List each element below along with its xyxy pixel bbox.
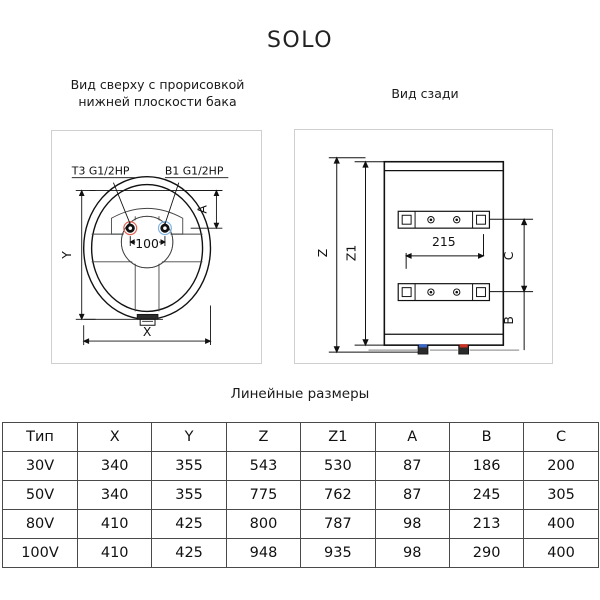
table-cell: 355: [151, 480, 227, 510]
dim-c-label: C: [501, 252, 516, 261]
table-cell: 98: [374, 509, 450, 539]
table-cell: 340: [76, 451, 153, 481]
table-cell: 355: [151, 451, 227, 481]
table-cell: 30V: [2, 451, 78, 481]
bottom-connectors: [368, 344, 520, 355]
center-distance-label: 100: [135, 237, 159, 251]
table-row: 80V 410 425 800 787 98 213 400: [2, 509, 599, 539]
table-header-cell: Тип: [2, 422, 78, 452]
bracket-width-label: 215: [432, 234, 456, 249]
dim-x-lines: [82, 305, 212, 346]
table-cell: 290: [448, 538, 525, 568]
tank-inner-outline: [90, 183, 204, 313]
table-cell: 400: [523, 538, 599, 568]
table-cell: 410: [76, 509, 153, 539]
table-cell: 50V: [2, 480, 78, 510]
dim-x-label: X: [143, 325, 152, 339]
table-cell: 87: [374, 480, 450, 510]
dim-c-lines: [489, 218, 534, 293]
table-cell: 530: [300, 451, 376, 481]
table-cell: 787: [300, 509, 376, 539]
table-cell: 543: [225, 451, 302, 481]
table-cell: 200: [523, 451, 599, 481]
table-row: 30V 340 355 543 530 87 186 200: [2, 451, 599, 481]
linear-dimensions-table: Тип X Y Z Z1 A B C 30V 340 355 543 530 8…: [2, 422, 599, 568]
table-cell: 186: [448, 451, 525, 481]
table-cell: 762: [300, 480, 376, 510]
port-leader-lines: [112, 182, 180, 225]
top-view-svg: T3 G1/2HP B1 G1/2HP 100 A: [60, 165, 229, 346]
dim-b-label: B: [501, 316, 516, 325]
table-header-row: Тип X Y Z Z1 A B C: [2, 422, 599, 452]
port-right-label: B1 G1/2HP: [165, 165, 224, 178]
table-caption: Линейные размеры: [230, 386, 370, 402]
rear-view-caption: Вид сзади: [391, 86, 459, 101]
table-row: 100V 410 425 948 935 98 290 400: [2, 538, 599, 568]
table-cell: 305: [523, 480, 599, 510]
table-cell: 800: [225, 509, 302, 539]
table-header-cell: X: [76, 422, 153, 452]
table-header-cell: Z: [225, 422, 302, 452]
center-distance-dim: [129, 236, 166, 247]
table-cell: 425: [151, 538, 227, 568]
table-cell: 400: [523, 509, 599, 539]
table-header-cell: B: [448, 422, 525, 452]
dim-y-label: Y: [60, 251, 74, 260]
table-cell: 935: [300, 538, 376, 568]
table-cell: 100V: [2, 538, 78, 568]
bracket-width-dim: [404, 234, 485, 269]
table-cell: 98: [374, 538, 450, 568]
upper-mount-bracket: [397, 210, 491, 229]
table-cell: 425: [151, 509, 227, 539]
table-cell: 87: [374, 451, 450, 481]
lower-mount-bracket: [397, 283, 491, 302]
table-cell: 213: [448, 509, 525, 539]
table-header-cell: Y: [151, 422, 227, 452]
table-header-cell: A: [374, 422, 450, 452]
table-cell: 948: [225, 538, 302, 568]
top-view-caption: Вид сверху с прорисовкой нижней плоскост…: [70, 77, 245, 109]
dim-z-label: Z: [315, 249, 330, 257]
bottom-nozzle: [136, 313, 159, 326]
table-cell: 245: [448, 480, 525, 510]
top-view-drawing-panel: T3 G1/2HP B1 G1/2HP 100 A: [51, 130, 262, 364]
table-header-cell: C: [523, 422, 599, 452]
table-header-cell: Z1: [300, 422, 376, 452]
port-marker-left: [123, 221, 138, 236]
dim-z-lines: [328, 156, 419, 354]
table-cell: 410: [76, 538, 153, 568]
table-cell: 80V: [2, 509, 78, 539]
port-left-label: T3 G1/2HP: [71, 165, 130, 178]
dim-z1-label: Z1: [344, 245, 359, 261]
table-cell: 775: [225, 480, 302, 510]
page-title: SOLO: [266, 28, 334, 53]
rear-view-drawing-panel: 215 Z1: [294, 129, 553, 364]
port-marker-right: [157, 221, 172, 236]
dim-a-lines: [190, 189, 223, 230]
tank-body-outline: [383, 160, 505, 346]
table-cell: 340: [76, 480, 153, 510]
dim-z1-lines: [354, 160, 385, 347]
dim-a-label: A: [196, 205, 210, 214]
table-row: 50V 340 355 775 762 87 245 305: [2, 480, 599, 510]
rear-view-svg: 215 Z1: [315, 156, 534, 355]
